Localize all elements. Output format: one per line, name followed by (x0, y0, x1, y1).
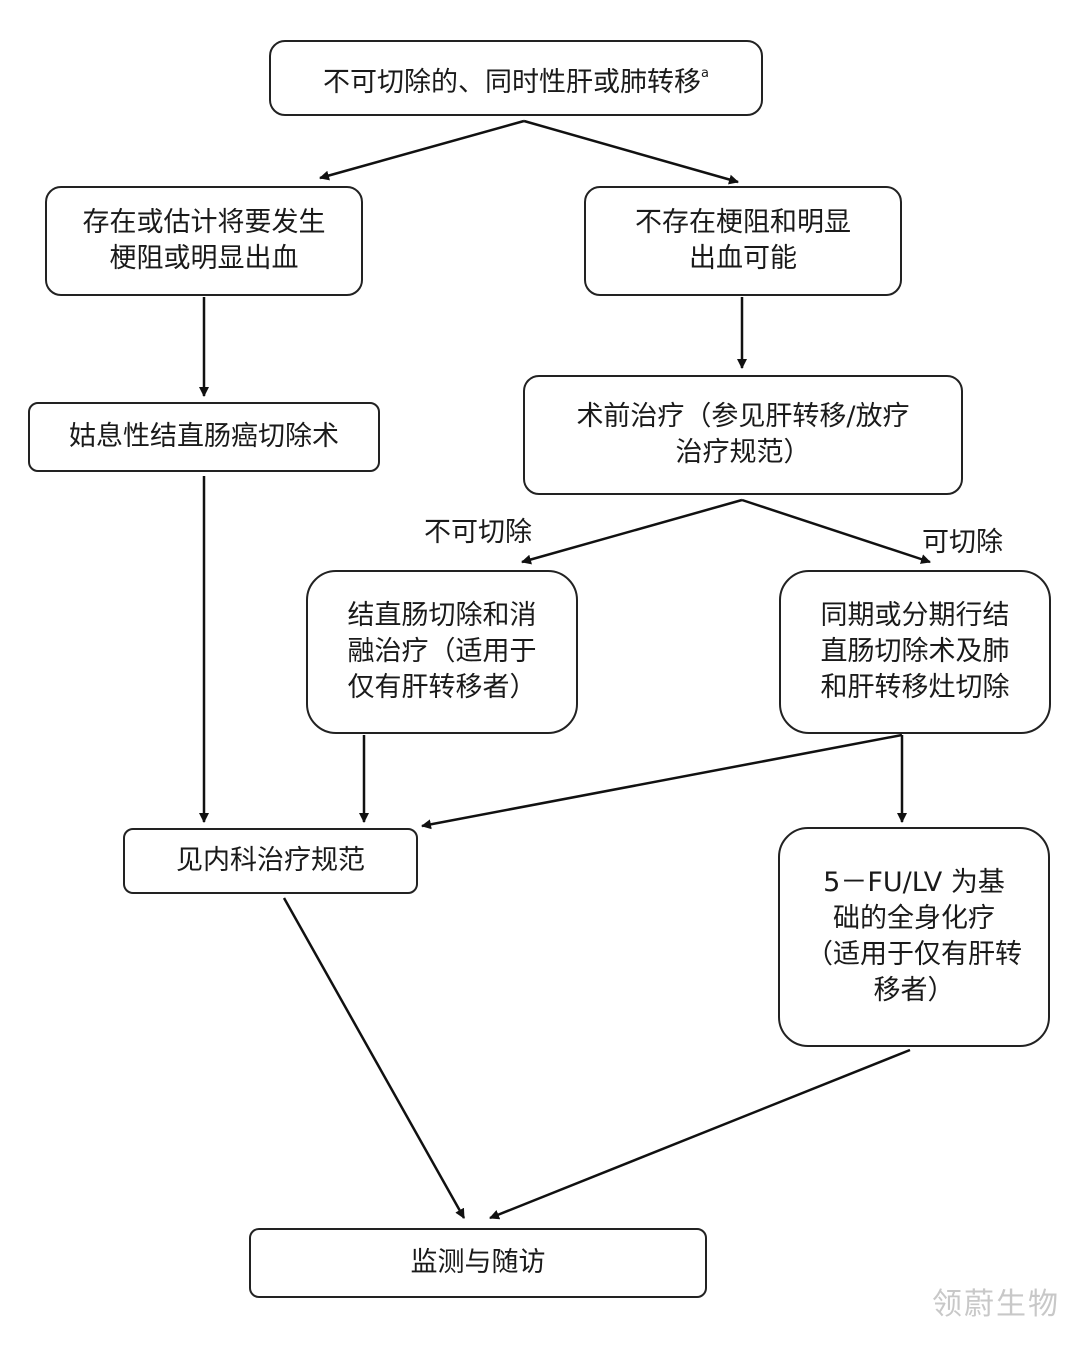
node-followup: 监测与随访 (249, 1228, 707, 1298)
node-line: 融治疗（适用于 (347, 636, 537, 667)
arrow-start-to-no-obstruction (523, 119, 739, 185)
node-line: （适用于仅有肝转 (806, 939, 1022, 970)
node-line: 姑息性结直肠癌切除术 (69, 421, 339, 452)
node-medical: 见内科治疗规范 (123, 828, 418, 894)
node-line: 出血可能 (689, 243, 797, 274)
node-line: 仅有肝转移者） (347, 672, 537, 703)
node-start-label: 不可切除的、同时性肝或肺转移 (323, 66, 702, 98)
edge-label-unresectable: 不可切除 (424, 517, 532, 548)
node-line: 治疗规范） (675, 437, 811, 468)
node-ablation: 结直肠切除和消 融治疗（适用于 仅有肝转移者） (306, 570, 578, 734)
node-line: 同期或分期行结 (820, 600, 1010, 631)
footnote-marker: a (701, 65, 709, 81)
node-start-text: 不可切除的、同时性肝或肺转移a (323, 56, 709, 101)
arrow-medical-to-followup (282, 897, 466, 1219)
node-line: 监测与随访 (410, 1247, 546, 1278)
node-line: 直肠切除术及肺 (820, 636, 1010, 667)
arrow-start-to-obstruction (319, 119, 525, 181)
arrow-resection-to-medical (421, 733, 903, 830)
arrow-preop-to-resection (741, 498, 931, 564)
arrow-chemo-to-followup (489, 1048, 911, 1220)
node-line: 移者） (873, 975, 955, 1006)
arrow-preop-to-ablation (521, 498, 743, 565)
node-line: 础的全身化疗 (833, 903, 995, 934)
node-line: 存在或估计将要发生 (82, 207, 326, 238)
node-line: 5－FU/LV 为基 (823, 867, 1005, 898)
node-line: 梗阻或明显出血 (109, 243, 299, 274)
node-obstruction: 存在或估计将要发生 梗阻或明显出血 (45, 186, 363, 296)
edge-label-resectable: 可切除 (922, 527, 1003, 558)
node-line: 结直肠切除和消 (347, 600, 537, 631)
node-no-obstruction: 不存在梗阻和明显 出血可能 (584, 186, 902, 296)
node-start: 不可切除的、同时性肝或肺转移a (269, 40, 763, 116)
watermark: 领蔚生物 (932, 1287, 1060, 1322)
node-palliative: 姑息性结直肠癌切除术 (28, 402, 380, 472)
node-line: 术前治疗（参见肝转移/放疗 (576, 401, 910, 432)
node-resection: 同期或分期行结 直肠切除术及肺 和肝转移灶切除 (779, 570, 1051, 734)
node-line: 和肝转移灶切除 (820, 672, 1010, 703)
node-preop: 术前治疗（参见肝转移/放疗 治疗规范） (523, 375, 963, 495)
node-line: 不存在梗阻和明显 (635, 207, 851, 238)
node-line: 见内科治疗规范 (176, 845, 365, 876)
node-chemo: 5－FU/LV 为基 础的全身化疗 （适用于仅有肝转 移者） (778, 827, 1050, 1047)
